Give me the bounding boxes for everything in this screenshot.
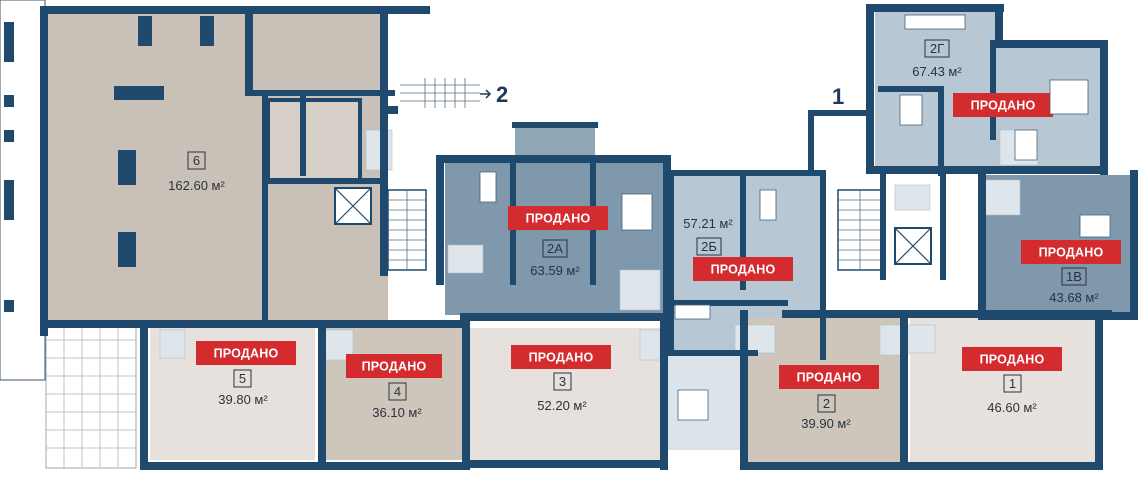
unit-1v-label: 1В 43.68 м²	[1049, 267, 1099, 305]
svg-text:ПРОДАНО: ПРОДАНО	[711, 263, 776, 277]
svg-text:ПРОДАНО: ПРОДАНО	[526, 212, 591, 226]
stairs-right	[837, 189, 884, 271]
entrance-2-arrow-icon	[480, 89, 492, 99]
unit-5-label: 5 39.80 м²	[218, 369, 268, 407]
sold-badge-3: ПРОДАНО	[511, 345, 611, 369]
unit-2a-area: 63.59 м²	[530, 263, 580, 278]
sold-badge-2b: ПРОДАНО	[693, 257, 793, 281]
unit-1[interactable]	[910, 318, 1095, 463]
furniture	[479, 14, 1111, 421]
sold-badge-2a: ПРОДАНО	[508, 206, 608, 230]
unit-2g-number: 2Г	[930, 41, 944, 56]
unit-2g-area: 67.43 м²	[912, 64, 962, 79]
sold-badge-2: ПРОДАНО	[779, 365, 879, 389]
unit-3-number: 3	[559, 374, 566, 389]
svg-text:ПРОДАНО: ПРОДАНО	[971, 99, 1036, 113]
unit-4-number: 4	[394, 384, 401, 399]
svg-text:ПРОДАНО: ПРОДАНО	[529, 351, 594, 365]
svg-text:ПРОДАНО: ПРОДАНО	[214, 347, 279, 361]
unit-2b-number: 2Б	[701, 239, 717, 254]
svg-text:ПРОДАНО: ПРОДАНО	[980, 353, 1045, 367]
unit-1-area: 46.60 м²	[987, 400, 1037, 415]
sold-badge-1: ПРОДАНО	[962, 347, 1062, 371]
unit-4-label: 4 36.10 м²	[372, 382, 422, 420]
unit-4-area: 36.10 м²	[372, 405, 422, 420]
unit-6-number: 6	[193, 153, 200, 168]
unit-1-number: 1	[1009, 376, 1016, 391]
entrance-2-label: 2	[496, 82, 508, 107]
unit-2b-area: 57.21 м²	[683, 216, 733, 231]
unit-2-area: 39.90 м²	[801, 416, 851, 431]
sold-badge-1v: ПРОДАНО	[1021, 240, 1121, 264]
entrance-1-label: 1	[832, 84, 844, 109]
walls	[40, 4, 1138, 470]
unit-2a-label: 2А 63.59 м²	[530, 239, 580, 278]
sold-badge-2g: ПРОДАНО	[953, 93, 1053, 117]
unit-1-label: 1 46.60 м²	[987, 374, 1037, 415]
unit-6[interactable]	[48, 12, 388, 324]
stairs-left	[387, 189, 427, 271]
unit-2b-label: 57.21 м² 2Б	[683, 216, 733, 256]
unit-2a-number: 2А	[547, 241, 563, 256]
unit-2g-label: 2Г 67.43 м²	[912, 39, 962, 79]
unit-1v-number: 1В	[1066, 269, 1082, 284]
svg-text:ПРОДАНО: ПРОДАНО	[1039, 246, 1104, 260]
unit-6-area: 162.60 м²	[168, 178, 225, 193]
svg-text:ПРОДАНО: ПРОДАНО	[362, 360, 427, 374]
sold-badge-5: ПРОДАНО	[196, 341, 296, 365]
unit-6-label: 6 162.60 м²	[168, 151, 225, 193]
unit-2-number: 2	[823, 396, 830, 411]
svg-text:ПРОДАНО: ПРОДАНО	[797, 371, 862, 385]
sold-badge-4: ПРОДАНО	[346, 354, 442, 378]
entrance-stairs-2	[400, 78, 480, 108]
unit-5-area: 39.80 м²	[218, 392, 268, 407]
unit-5-number: 5	[239, 371, 246, 386]
unit-2-label: 2 39.90 м²	[801, 394, 851, 431]
unit-1v-area: 43.68 м²	[1049, 290, 1099, 305]
unit-3-label: 3 52.20 м²	[537, 372, 587, 413]
terrace-tiles	[45, 321, 137, 469]
neighbor-building	[0, 0, 46, 381]
unit-3-area: 52.20 м²	[537, 398, 587, 413]
elevator-left	[334, 187, 372, 225]
elevator-right	[894, 227, 932, 265]
